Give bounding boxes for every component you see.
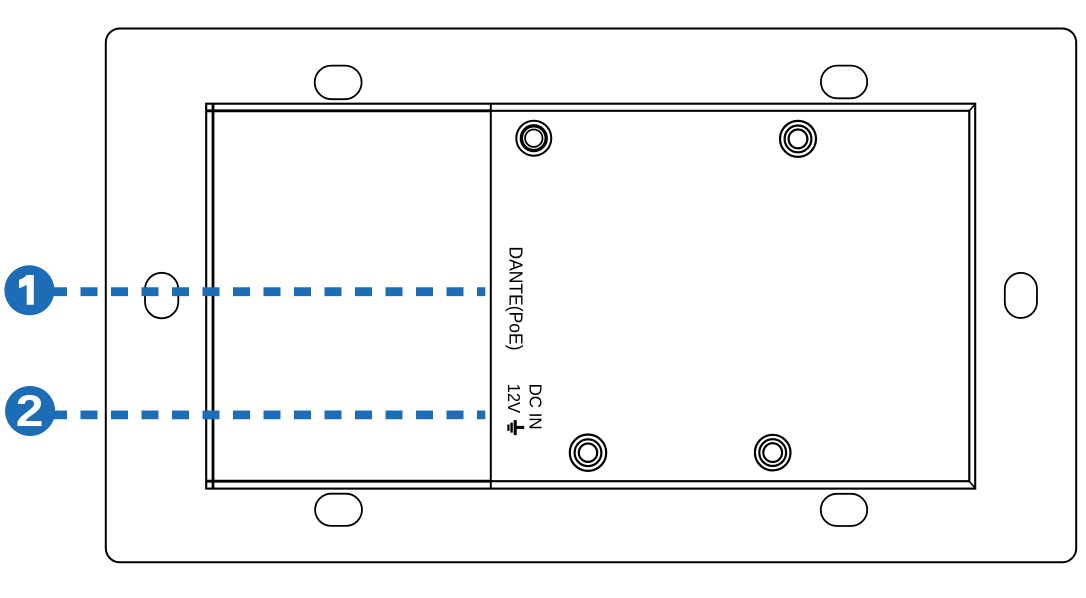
- svg-text:DANTE(PoE): DANTE(PoE): [506, 247, 527, 351]
- svg-text:DC IN: DC IN: [525, 384, 545, 430]
- svg-text:2: 2: [16, 387, 44, 437]
- svg-text:12V: 12V: [504, 384, 524, 414]
